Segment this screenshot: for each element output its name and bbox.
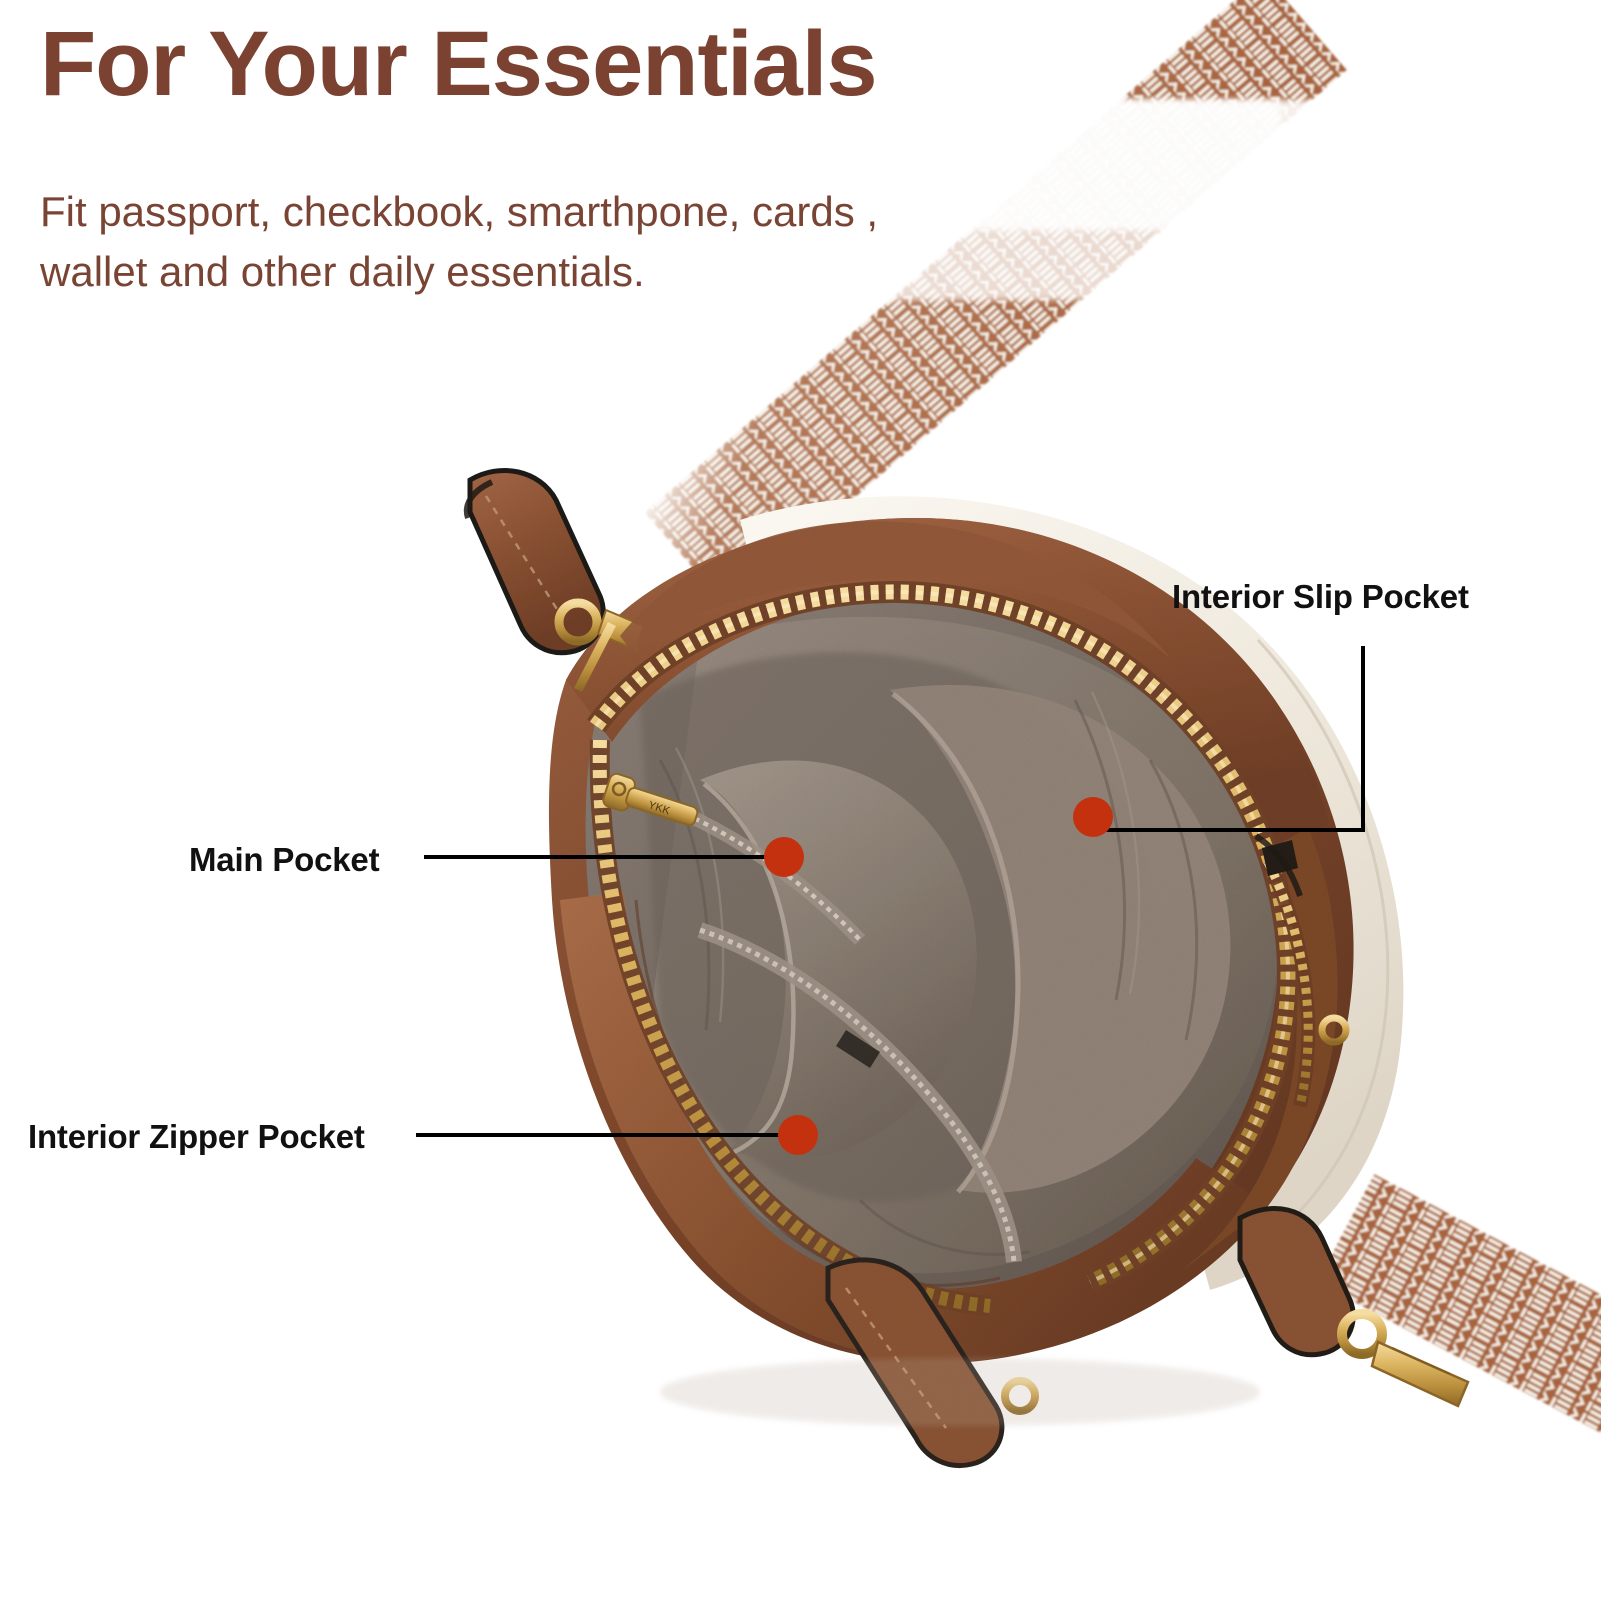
strap-connector-tab-left — [467, 467, 606, 656]
callout-label-interior-slip-pocket: Interior Slip Pocket — [1172, 578, 1469, 615]
shoulder-strap-lower — [1317, 1174, 1601, 1461]
edge-paint — [463, 479, 1303, 897]
interior-zipper-pull: YKK — [602, 772, 699, 827]
page-subtitle-line-1: Fit passport, checkbook, smarthpone, car… — [40, 188, 879, 235]
strap-clasp-right — [1237, 1205, 1470, 1408]
page-subtitle-line-2: wallet and other daily essentials. — [40, 247, 645, 295]
interior-zipper-pocket — [697, 922, 1022, 1263]
page-subtitle: Fit passport, checkbook, smarthpone, car… — [40, 182, 920, 301]
callout-label-interior-zipper-pocket: Interior Zipper Pocket — [28, 1118, 365, 1155]
callout-label-main-pocket: Main Pocket — [189, 841, 380, 878]
bag-front-lower-leather — [560, 892, 1268, 1362]
page-title: For Your Essentials — [40, 13, 878, 115]
bag-front-rim — [566, 517, 1330, 856]
bag-top-ridge — [620, 521, 1170, 658]
shoulder-strap-upper — [645, 0, 1350, 608]
